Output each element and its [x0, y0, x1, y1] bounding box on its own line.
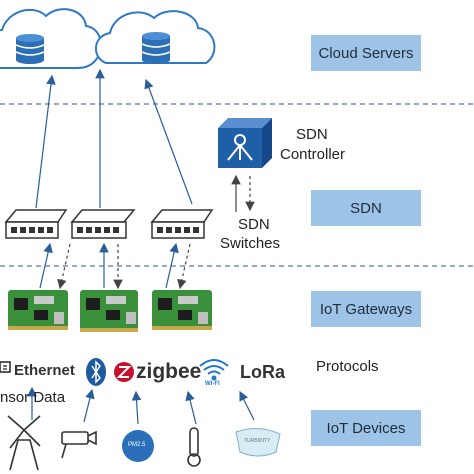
layer-iot-gateways: IoT Gateways	[311, 291, 421, 327]
arrow-device	[239, 390, 255, 421]
wifi-icon	[199, 359, 229, 381]
sdn-controller-icon	[218, 118, 272, 168]
arrow-gateway-switch	[39, 242, 53, 289]
thermometer-icon	[187, 427, 201, 467]
switch-icon	[70, 209, 136, 239]
sensor-data-label: nsor Data	[0, 389, 66, 406]
pm-sensor-label: PM2.5	[128, 442, 146, 448]
sdn-controller-label-2: Controller	[280, 146, 346, 163]
gateway-board-icon	[80, 290, 138, 332]
switch-icon	[4, 209, 68, 239]
arrow-gateway-switch	[165, 242, 179, 289]
database-icon	[141, 32, 171, 64]
pm-sensor-icon	[122, 430, 154, 462]
arrow-gateway-switch	[57, 243, 71, 290]
sdn-controller-label-1: SDN	[296, 126, 328, 143]
camera-icon	[61, 430, 97, 459]
sdn-switches-label-1: SDN	[238, 216, 270, 233]
wifi-label: WI-FI	[205, 381, 220, 387]
cloud-icon	[0, 8, 102, 69]
database-icon	[15, 34, 45, 64]
turbidity-sensor-icon	[235, 428, 281, 457]
arrow-uplink	[144, 78, 193, 205]
layer-cloud-servers: Cloud Servers	[311, 35, 421, 71]
gateway-board-icon	[152, 290, 212, 330]
arrow-device	[131, 390, 142, 425]
gateway-board-icon	[8, 290, 68, 330]
zigbee-label: zigbee	[136, 360, 202, 383]
arrow-gateway-switch	[177, 243, 191, 290]
arrow-uplink	[35, 74, 56, 209]
zigbee-icon	[114, 362, 134, 382]
layer-protocols: Protocols	[316, 358, 379, 375]
ethernet-label: Ethernet	[14, 362, 75, 379]
switch-icon	[150, 209, 214, 239]
arrow-device	[185, 390, 197, 425]
ethernet-icon	[0, 361, 11, 373]
turbidity-sensor-label: TURBIDITY	[244, 438, 271, 444]
arrow-device	[83, 388, 95, 423]
layer-sdn: SDN	[311, 190, 421, 226]
lora-label: LoRa	[240, 362, 285, 382]
layer-iot-devices: IoT Devices	[311, 410, 421, 446]
bluetooth-icon	[86, 358, 106, 386]
windmill-icon	[7, 415, 41, 471]
sdn-switches-label-2: Switches	[220, 235, 281, 252]
